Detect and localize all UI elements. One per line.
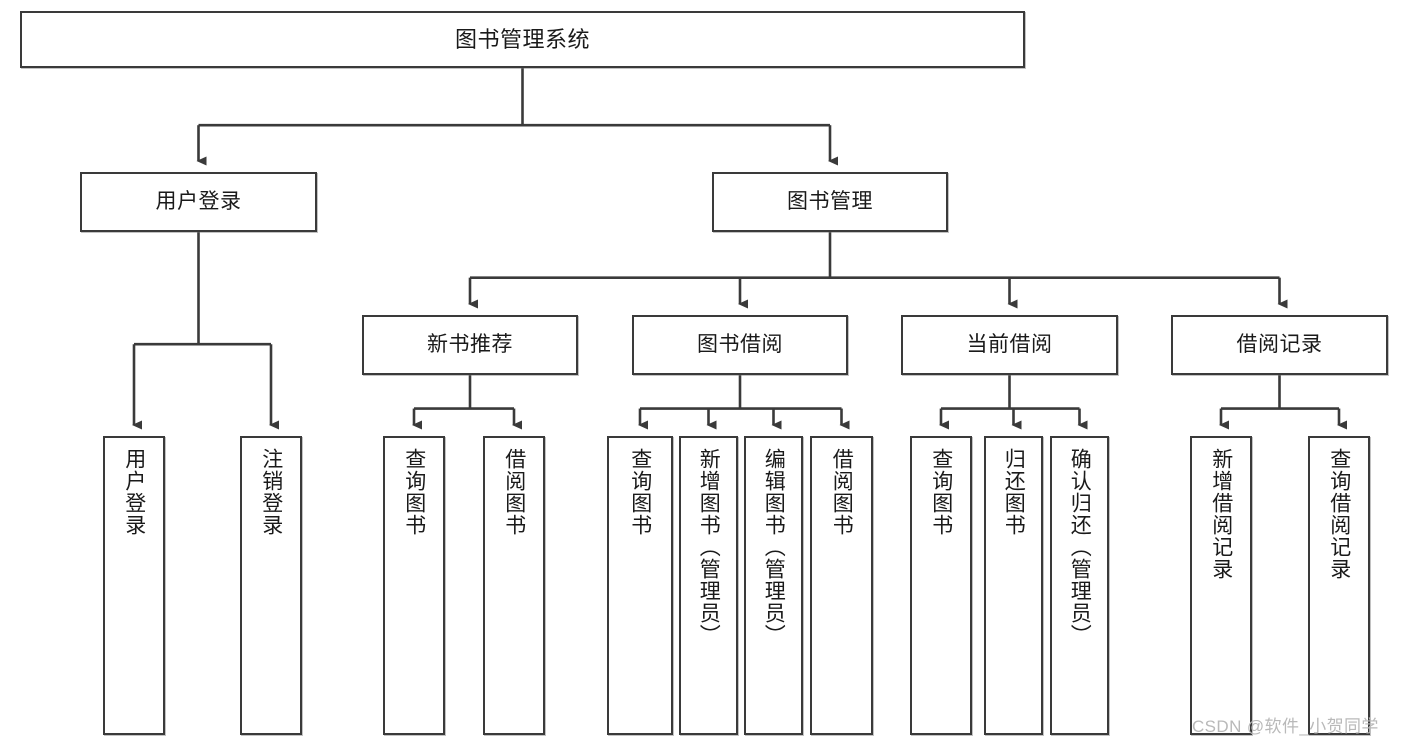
node-leaf-query-book-recommend[interactable]: 查询图书 — [383, 436, 445, 735]
node-label: 新增借阅记录 — [1209, 448, 1233, 580]
node-current-borrowing[interactable]: 当前借阅 — [901, 315, 1118, 375]
node-label: 图书管理系统 — [454, 26, 590, 52]
node-label: 新书推荐 — [427, 332, 513, 356]
node-book-borrowing[interactable]: 图书借阅 — [632, 315, 848, 375]
node-book-management-system[interactable]: 图书管理系统 — [20, 11, 1025, 68]
node-leaf-add-borrow-record[interactable]: 新增借阅记录 — [1190, 436, 1252, 735]
node-label: 当前借阅 — [966, 332, 1053, 356]
node-label: 用户登录 — [155, 189, 242, 213]
node-label: 借阅图书 — [502, 448, 526, 536]
node-leaf-query-book-current[interactable]: 查询图书 — [910, 436, 972, 735]
node-leaf-query-borrow-record[interactable]: 查询借阅记录 — [1308, 436, 1370, 735]
node-label: 编辑图书（管理员） — [762, 448, 786, 646]
node-user-login[interactable]: 用户登录 — [80, 172, 317, 232]
node-leaf-borrow-book-recommend[interactable]: 借阅图书 — [483, 436, 545, 735]
node-leaf-return-book[interactable]: 归还图书 — [984, 436, 1043, 735]
node-label: 注销登录 — [259, 448, 283, 536]
node-leaf-confirm-return-admin[interactable]: 确认归还（管理员） — [1050, 436, 1109, 735]
node-borrowing-records[interactable]: 借阅记录 — [1171, 315, 1388, 375]
node-label: 查询图书 — [402, 448, 426, 536]
node-label: 查询图书 — [929, 448, 953, 536]
node-leaf-add-book-admin[interactable]: 新增图书（管理员） — [679, 436, 738, 735]
node-label: 新增图书（管理员） — [697, 448, 721, 646]
node-label: 确认归还（管理员） — [1068, 448, 1092, 646]
node-label: 查询借阅记录 — [1327, 448, 1351, 580]
node-label: 用户登录 — [122, 448, 146, 536]
node-label: 图书借阅 — [697, 332, 783, 356]
node-leaf-borrow-book[interactable]: 借阅图书 — [810, 436, 873, 735]
node-book-management[interactable]: 图书管理 — [712, 172, 948, 232]
node-leaf-user-logout[interactable]: 注销登录 — [240, 436, 302, 735]
node-label: 查询图书 — [628, 448, 652, 536]
node-leaf-edit-book-admin[interactable]: 编辑图书（管理员） — [744, 436, 803, 735]
node-label: 图书管理 — [787, 189, 873, 213]
node-new-book-recommendation[interactable]: 新书推荐 — [362, 315, 578, 375]
node-label: 借阅图书 — [830, 448, 854, 536]
node-leaf-user-login[interactable]: 用户登录 — [103, 436, 165, 735]
node-label: 归还图书 — [1002, 448, 1026, 536]
csdn-watermark: CSDN @软件_小贺同学 — [1192, 717, 1379, 736]
node-leaf-query-book-borrow[interactable]: 查询图书 — [607, 436, 673, 735]
node-label: 借阅记录 — [1236, 332, 1323, 356]
